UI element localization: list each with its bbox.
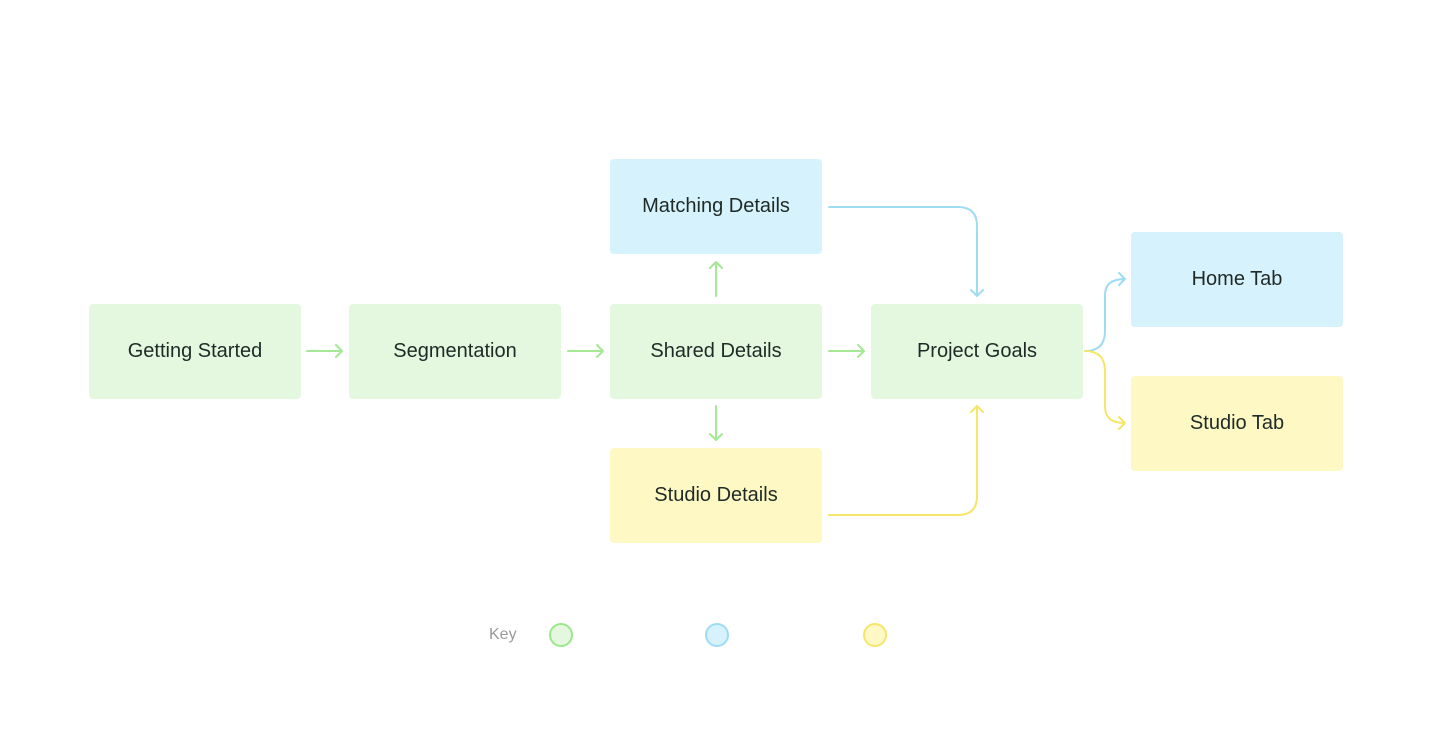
edge-project-goals-to-home-tab	[1084, 272, 1126, 352]
node-segmentation: Segmentation	[349, 304, 561, 399]
node-matching-details: Matching Details	[610, 159, 822, 254]
legend-green-swatch	[549, 623, 573, 647]
edge-shared-details-to-matching-details	[709, 261, 723, 297]
node-shared-details: Shared Details	[610, 304, 822, 399]
edge-studio-details-to-project-goals	[828, 405, 984, 516]
edge-shared-details-to-project-goals	[828, 344, 865, 358]
node-studio-details: Studio Details	[610, 448, 822, 543]
edge-getting-started-to-segmentation	[306, 344, 343, 358]
node-label: Segmentation	[393, 340, 517, 362]
legend-label: Key	[489, 626, 517, 643]
node-label: Shared Details	[650, 340, 782, 362]
node-label: Home Tab	[1191, 268, 1283, 290]
legend-yellow-swatch	[863, 623, 887, 647]
edge-segmentation-to-shared-details	[567, 344, 604, 358]
node-project-goals: Project Goals	[871, 304, 1083, 399]
edge-project-goals-to-studio-tab	[1084, 350, 1126, 430]
node-studio-tab: Studio Tab	[1131, 376, 1343, 471]
node-label: Studio Details	[654, 484, 778, 506]
edge-shared-details-to-studio-details	[709, 405, 723, 441]
edge-matching-details-to-project-goals	[828, 206, 984, 297]
node-getting-started: Getting Started	[89, 304, 301, 399]
node-label: Matching Details	[642, 195, 790, 217]
node-home-tab: Home Tab	[1131, 232, 1343, 327]
node-label: Studio Tab	[1189, 412, 1285, 434]
node-label: Project Goals	[916, 340, 1038, 362]
legend-blue-swatch	[705, 623, 729, 647]
node-label: Getting Started	[127, 340, 263, 362]
